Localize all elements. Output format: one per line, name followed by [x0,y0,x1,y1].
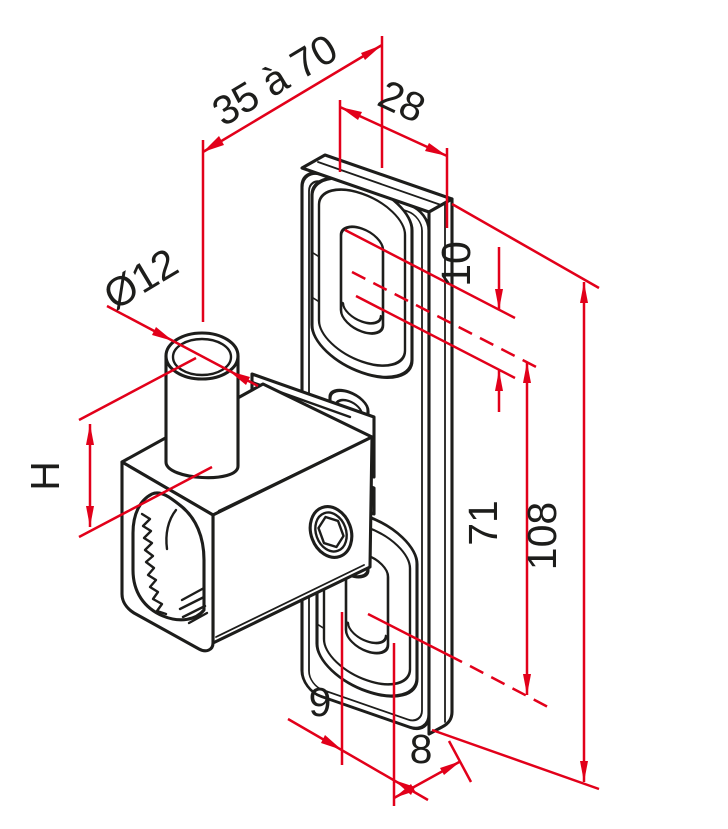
dim-label-plate-width: 28 [372,71,433,132]
dim-slot-offset: 10 [344,228,541,412]
pivot-pin [164,331,240,480]
clamp-ridges [178,586,209,625]
body-right-face-chamfer [215,564,365,638]
dim-label-slot-edge: 9 [309,679,332,725]
pin-top-chamfer [171,337,233,377]
clamp-serrations [140,512,168,616]
clamp-bore-line [165,508,178,551]
dim-label-slot-spacing: 71 [460,500,506,546]
hex-socket-screw [308,505,354,559]
dim-label-plate-height: 108 [519,502,565,570]
dim-pin-height: H [22,356,213,539]
plate-top-face-chamfer [317,161,442,206]
dim-plate-thickness: 8 [393,726,473,800]
serrated-clamp [131,491,209,625]
dim-plate-height: 108 [431,202,600,791]
dim-slot-spacing: 71 [367,362,549,709]
dim-label-slot-offset: 10 [433,241,479,287]
hinge-body [120,331,376,653]
dim-label-pin-height: H [22,461,68,491]
hex-socket [317,515,345,549]
dim-slot-edge: 9 [287,612,429,806]
dim-label-plate-thickness: 8 [410,726,433,772]
plate-right-face [427,197,454,736]
